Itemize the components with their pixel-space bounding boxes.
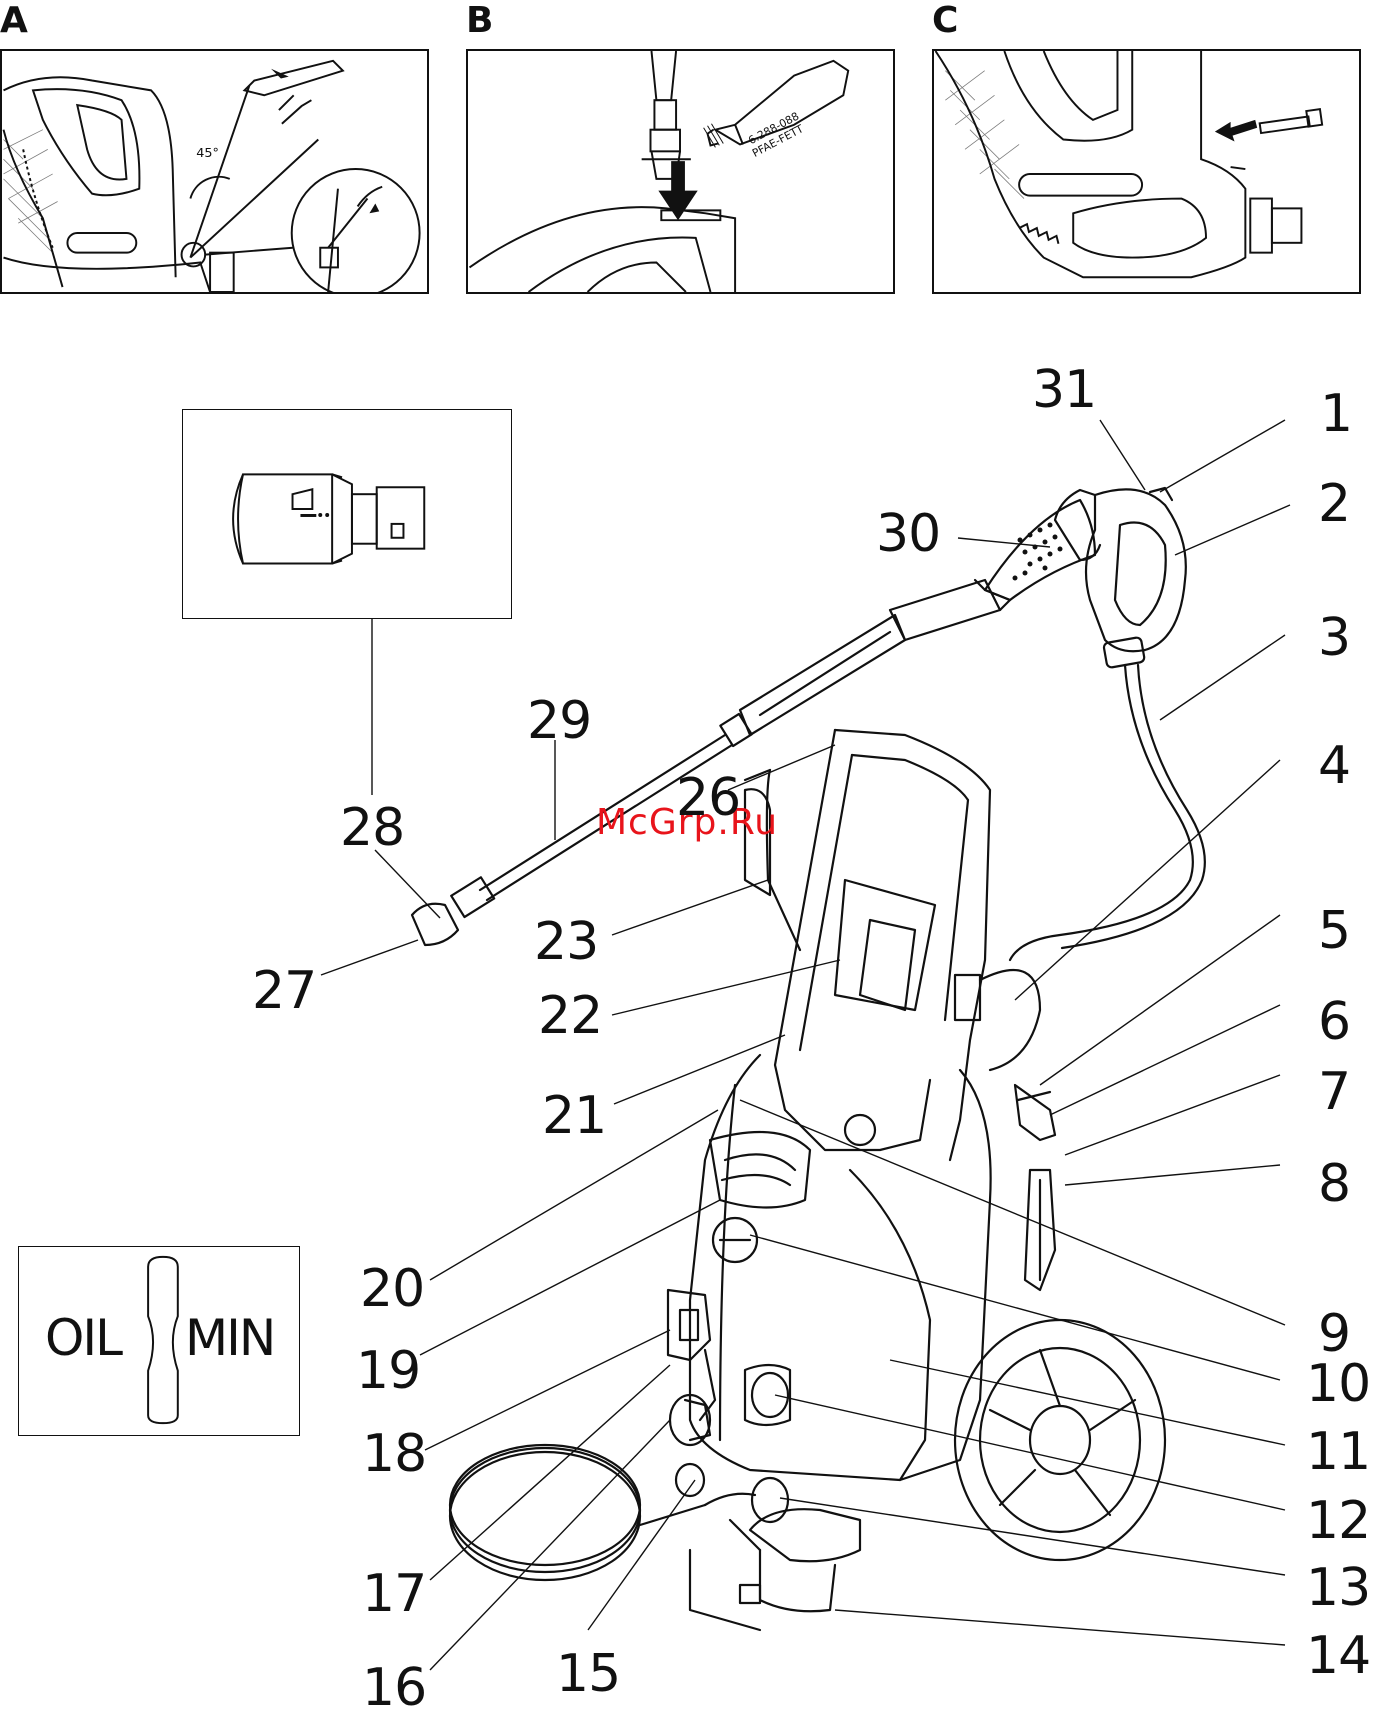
callout-16: 16 <box>362 1662 426 1714</box>
hose-coil <box>450 1445 640 1565</box>
callout-13: 13 <box>1306 1562 1370 1614</box>
callout-30: 30 <box>876 508 940 560</box>
callout-31: 31 <box>1032 364 1096 416</box>
callout-20: 20 <box>360 1263 424 1315</box>
callout-2: 2 <box>1318 478 1350 530</box>
callout-4: 4 <box>1318 740 1350 792</box>
callout-7: 7 <box>1318 1066 1350 1118</box>
motor-housing <box>690 1055 991 1480</box>
callout-3: 3 <box>1318 612 1350 664</box>
callout-6: 6 <box>1318 996 1350 1048</box>
callout-18: 18 <box>362 1428 426 1480</box>
callout-11: 11 <box>1306 1426 1370 1478</box>
nozzle-inset <box>182 409 512 619</box>
callout-17: 17 <box>362 1568 426 1620</box>
callout-21: 21 <box>542 1090 606 1142</box>
callout-10: 10 <box>1306 1358 1370 1410</box>
nozzle-drawing <box>183 410 511 618</box>
callout-1: 1 <box>1320 388 1352 440</box>
callout-8: 8 <box>1318 1158 1350 1210</box>
callout-28: 28 <box>340 802 404 854</box>
callout-19: 19 <box>356 1345 420 1397</box>
callout-22: 22 <box>538 990 602 1042</box>
min-label: MIN <box>185 1309 274 1367</box>
wheel <box>955 1320 1165 1560</box>
callout-9: 9 <box>1318 1308 1350 1360</box>
oil-label: OIL <box>45 1309 121 1367</box>
trigger-gun <box>1086 489 1186 651</box>
oil-level-inset: OIL MIN <box>18 1246 300 1436</box>
callout-27: 27 <box>252 965 316 1017</box>
lance-grip <box>985 500 1095 600</box>
high-pressure-hose <box>1010 665 1193 960</box>
callout-23: 23 <box>534 916 598 968</box>
callout-15: 15 <box>556 1648 620 1700</box>
callout-14: 14 <box>1306 1630 1370 1682</box>
callout-12: 12 <box>1306 1495 1370 1547</box>
callout-5: 5 <box>1318 905 1350 957</box>
callout-26: 26 <box>676 772 740 824</box>
callout-29: 29 <box>527 695 591 747</box>
